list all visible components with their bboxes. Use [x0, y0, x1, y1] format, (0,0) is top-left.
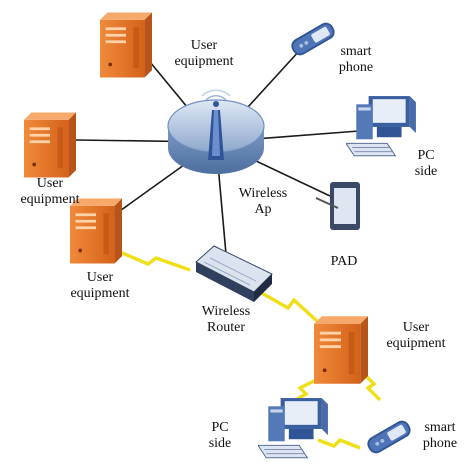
router-icon — [195, 245, 273, 302]
server-icon — [314, 316, 368, 384]
label-line: User — [86, 270, 114, 285]
label-line: equipment — [20, 192, 80, 207]
label-ue-left: User equipment — [4, 176, 96, 208]
wireless-link-pc-phone — [317, 438, 361, 450]
label-line: equipment — [386, 336, 446, 351]
wireless-link-ue-phone — [360, 370, 382, 402]
label-line: PAD — [330, 254, 358, 269]
label-line: equipment — [70, 286, 130, 301]
access-point-icon — [167, 89, 265, 174]
wireless-link-router-ue — [259, 290, 320, 324]
label-pad: PAD — [322, 254, 366, 270]
label-phone-bottom: smart phone — [410, 420, 470, 452]
server-icon — [24, 112, 76, 178]
label-line: Router — [206, 320, 246, 335]
label-line: smart — [424, 420, 456, 435]
tablet-icon — [315, 182, 360, 230]
label-router: Wireless Router — [186, 304, 266, 336]
label-line: Wireless — [201, 304, 251, 319]
label-line: User — [190, 38, 218, 53]
label-phone-top: smart phone — [326, 44, 386, 76]
pc-icon — [258, 398, 329, 459]
label-line: PC — [211, 420, 229, 435]
label-line: equipment — [174, 54, 234, 69]
label-line: side — [414, 164, 438, 179]
label-line: User — [402, 320, 430, 335]
label-line: side — [208, 436, 232, 451]
label-line: smart — [340, 44, 372, 59]
label-line: phone — [338, 60, 374, 75]
label-line: phone — [422, 436, 458, 451]
label-pc-top: PC side — [404, 148, 448, 180]
label-line: Wireless — [238, 186, 288, 201]
server-icon — [100, 12, 152, 78]
phone-icon — [364, 417, 414, 457]
label-ue-top: User equipment — [156, 38, 252, 70]
wireless-link-ue-router — [119, 250, 191, 272]
label-line: PC — [417, 148, 435, 163]
label-ue-right: User equipment — [368, 320, 464, 352]
label-pc-bottom: PC side — [198, 420, 242, 452]
pc-icon — [346, 96, 417, 157]
label-line: Ap — [254, 202, 272, 217]
server-icon — [70, 198, 122, 264]
label-ap: Wireless Ap — [226, 186, 300, 218]
label-ue-lower: User equipment — [52, 270, 148, 302]
label-line: User — [36, 176, 64, 191]
